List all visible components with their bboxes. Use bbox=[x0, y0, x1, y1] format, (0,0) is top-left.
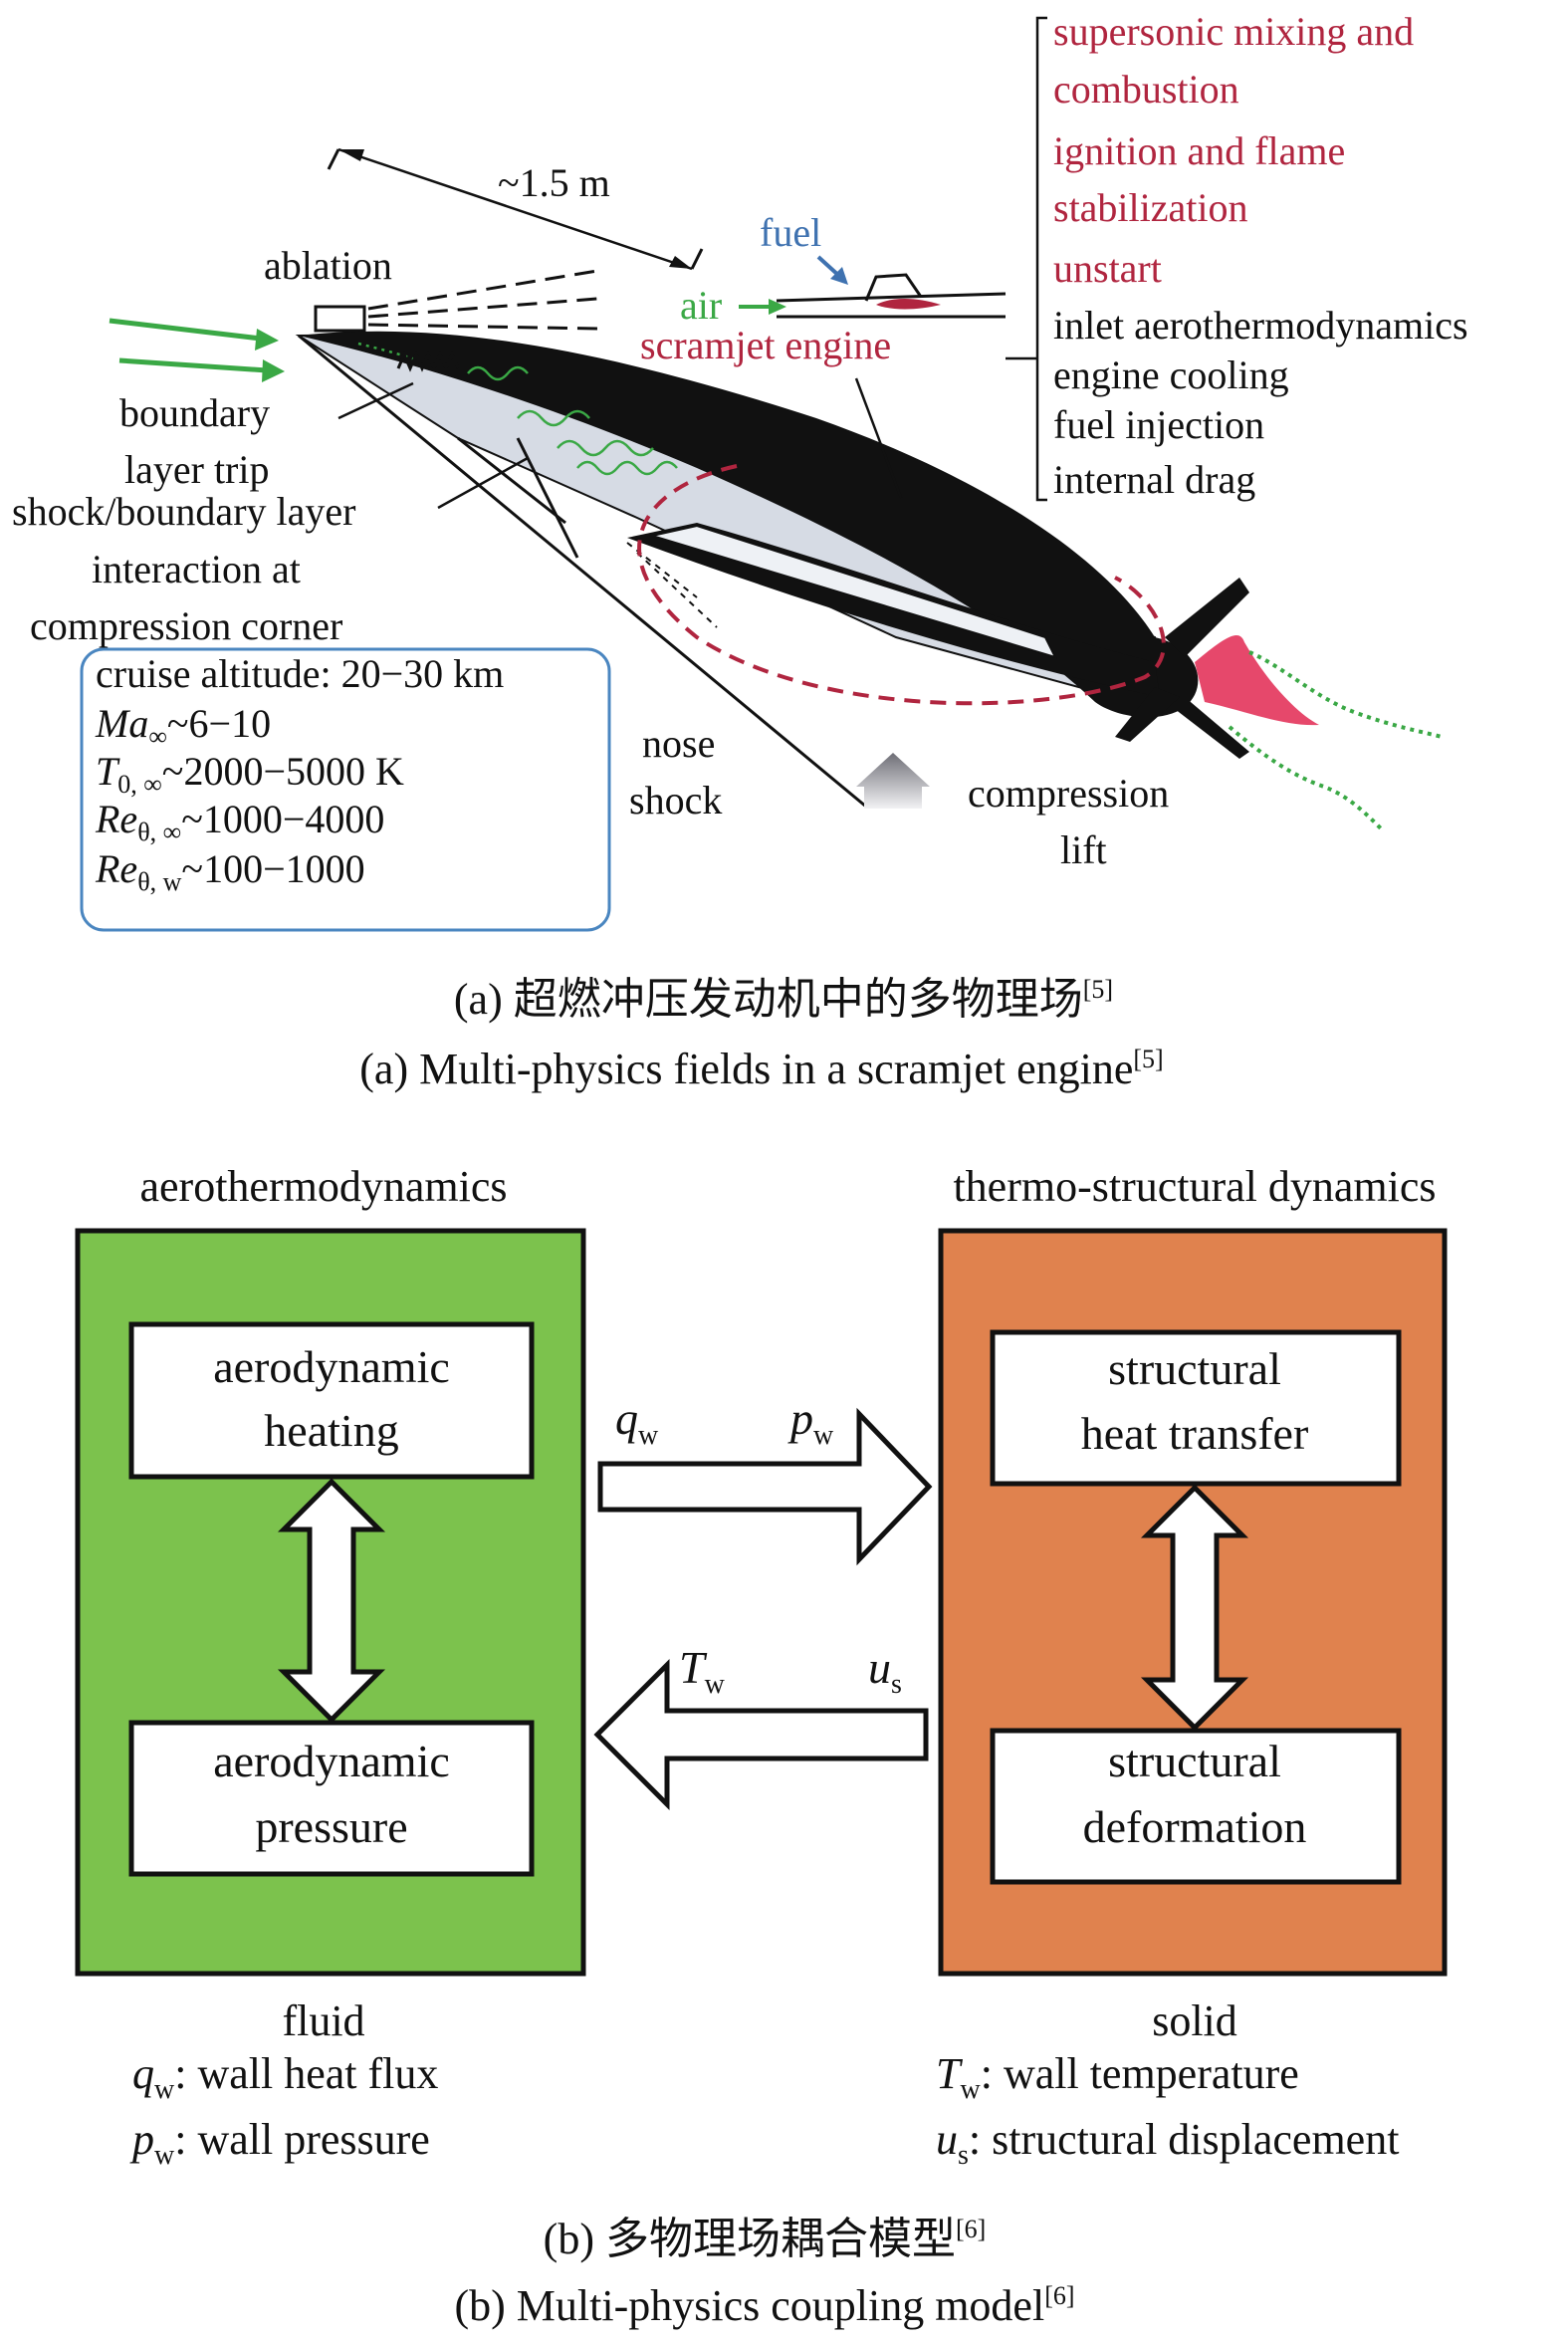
aerodynamic-pressure-line2: pressure bbox=[255, 1801, 407, 1852]
engine-region-outline bbox=[637, 464, 1166, 706]
solid-to-fluid-arrow-icon bbox=[593, 1658, 929, 1811]
caption-a-cn: (a) 超燃冲压发动机中的多物理场[5] bbox=[454, 975, 1113, 1024]
structural-heat-transfer-box bbox=[990, 1329, 1402, 1487]
trip-leader-line bbox=[337, 381, 414, 420]
issue-item: fuel injection bbox=[1053, 402, 1264, 447]
dimension-arrow-left-icon bbox=[338, 149, 364, 161]
param-temperature: T0, ∞~2000−5000 K bbox=[96, 749, 404, 799]
issue-item: ignition and flame bbox=[1053, 128, 1345, 173]
solid-label: solid bbox=[1152, 1996, 1237, 2045]
dimension-arrow-right-icon bbox=[669, 256, 692, 269]
sbli-label-line1: shock/boundary layer bbox=[12, 489, 355, 534]
ablation-label: ablation bbox=[264, 243, 392, 288]
incoming-flow-arrows bbox=[109, 318, 285, 382]
panel-b-coupling-model: aerothermodynamics thermo-structural dyn… bbox=[75, 1162, 1448, 2330]
param-reynolds-wall: Reθ, w~100−1000 bbox=[95, 846, 365, 896]
wake-line bbox=[1248, 650, 1443, 739]
param-reynolds-freestream: Reθ, ∞~1000−4000 bbox=[95, 797, 384, 846]
structural-deformation-box bbox=[990, 1728, 1402, 1885]
scramjet-leader-line bbox=[854, 377, 903, 499]
air-label: air bbox=[680, 283, 722, 328]
param-altitude: cruise altitude: 20−30 km bbox=[96, 651, 504, 696]
nose-shock-label-line1: nose bbox=[642, 721, 715, 766]
flight-parameters-box bbox=[80, 647, 611, 932]
issue-item: internal drag bbox=[1053, 457, 1255, 502]
flow-arrow-icon bbox=[262, 359, 285, 382]
length-dimension-line bbox=[337, 147, 693, 271]
wake-line bbox=[1228, 725, 1386, 833]
qw-symbol: qw bbox=[615, 1393, 659, 1451]
lift-arrow-icon bbox=[856, 753, 930, 809]
boundary-trip-label-line2: layer trip bbox=[124, 447, 270, 492]
aerothermodynamics-title: aerothermodynamics bbox=[140, 1162, 508, 1211]
scramjet-inset bbox=[739, 255, 1007, 319]
flow-arrow-icon bbox=[255, 329, 279, 351]
sbli-label-line2: interaction at bbox=[92, 547, 301, 591]
issue-item: inlet aerothermodynamics bbox=[1053, 303, 1468, 348]
compression-lift-label-line2: lift bbox=[1060, 827, 1107, 872]
issue-item: unstart bbox=[1053, 246, 1162, 291]
aerodynamic-pressure-box bbox=[128, 1720, 535, 1877]
pw-symbol: pw bbox=[787, 1393, 834, 1451]
fluid-coupling-double-arrow-icon bbox=[277, 1478, 386, 1724]
us-symbol: us bbox=[868, 1642, 902, 1700]
nose-shock-label-line2: shock bbox=[629, 778, 722, 822]
param-mach: Ma∞~6−10 bbox=[95, 701, 271, 751]
issues-bracket bbox=[1006, 16, 1047, 502]
legend-qw: qw: wall heat flux bbox=[132, 2049, 438, 2105]
thermo-structural-title: thermo-structural dynamics bbox=[953, 1162, 1436, 1211]
structural-heat-transfer-line1: structural bbox=[1108, 1343, 1281, 1394]
ablation-dashed-rays bbox=[367, 269, 598, 331]
structural-deformation-line1: structural bbox=[1108, 1736, 1281, 1786]
issue-item: combustion bbox=[1053, 67, 1239, 112]
engine-issues-black-list: inlet aerothermodynamics engine cooling … bbox=[1053, 303, 1468, 502]
compression-lift-label-line1: compression bbox=[968, 771, 1169, 816]
legend-us: us: structural displacement bbox=[936, 2115, 1399, 2171]
aerodynamic-pressure-line1: aerodynamic bbox=[213, 1736, 450, 1786]
solid-coupling-double-arrow-icon bbox=[1140, 1484, 1249, 1732]
sbli-label-line3: compression corner bbox=[30, 603, 342, 648]
panel-a-scramjet-diagram: ~1.5 m ablation bbox=[12, 9, 1468, 1093]
trip-roughness bbox=[396, 351, 460, 372]
length-label: ~1.5 m bbox=[498, 160, 610, 205]
caption-a-en: (a) Multi-physics fields in a scramjet e… bbox=[359, 1045, 1163, 1093]
ablation-marker-box bbox=[314, 305, 366, 333]
aerodynamic-heating-box bbox=[128, 1321, 535, 1480]
sbli-leader-line bbox=[437, 456, 529, 510]
fuel-label: fuel bbox=[760, 210, 821, 255]
boundary-trip-label-line1: boundary bbox=[119, 390, 270, 435]
scramjet-engine-label: scramjet engine bbox=[640, 323, 891, 367]
structural-heat-transfer-line2: heat transfer bbox=[1081, 1408, 1309, 1459]
issue-item: supersonic mixing and bbox=[1053, 9, 1414, 54]
exhaust-plume bbox=[1195, 634, 1319, 726]
aerodynamic-heating-line2: heating bbox=[264, 1405, 398, 1456]
legend-tw: Tw: wall temperature bbox=[936, 2049, 1299, 2105]
vehicle-body bbox=[295, 331, 1249, 759]
caption-b-cn: (b) 多物理场耦合模型[6] bbox=[544, 2215, 987, 2263]
issue-item: stabilization bbox=[1053, 185, 1248, 230]
structural-deformation-line2: deformation bbox=[1083, 1801, 1307, 1852]
fuel-arrow-icon bbox=[830, 267, 848, 285]
air-arrow-icon bbox=[769, 299, 786, 315]
aerodynamic-heating-line1: aerodynamic bbox=[213, 1341, 450, 1392]
caption-b-en: (b) Multi-physics coupling model[6] bbox=[454, 2281, 1074, 2330]
engine-issues-red-list: supersonic mixing and combustion ignitio… bbox=[1053, 9, 1414, 291]
fluid-label: fluid bbox=[282, 1996, 364, 2045]
tw-symbol: Tw bbox=[679, 1642, 726, 1700]
fluid-to-solid-arrow-icon bbox=[597, 1407, 933, 1566]
issue-item: engine cooling bbox=[1053, 352, 1289, 397]
legend-pw: pw: wall pressure bbox=[129, 2115, 430, 2171]
